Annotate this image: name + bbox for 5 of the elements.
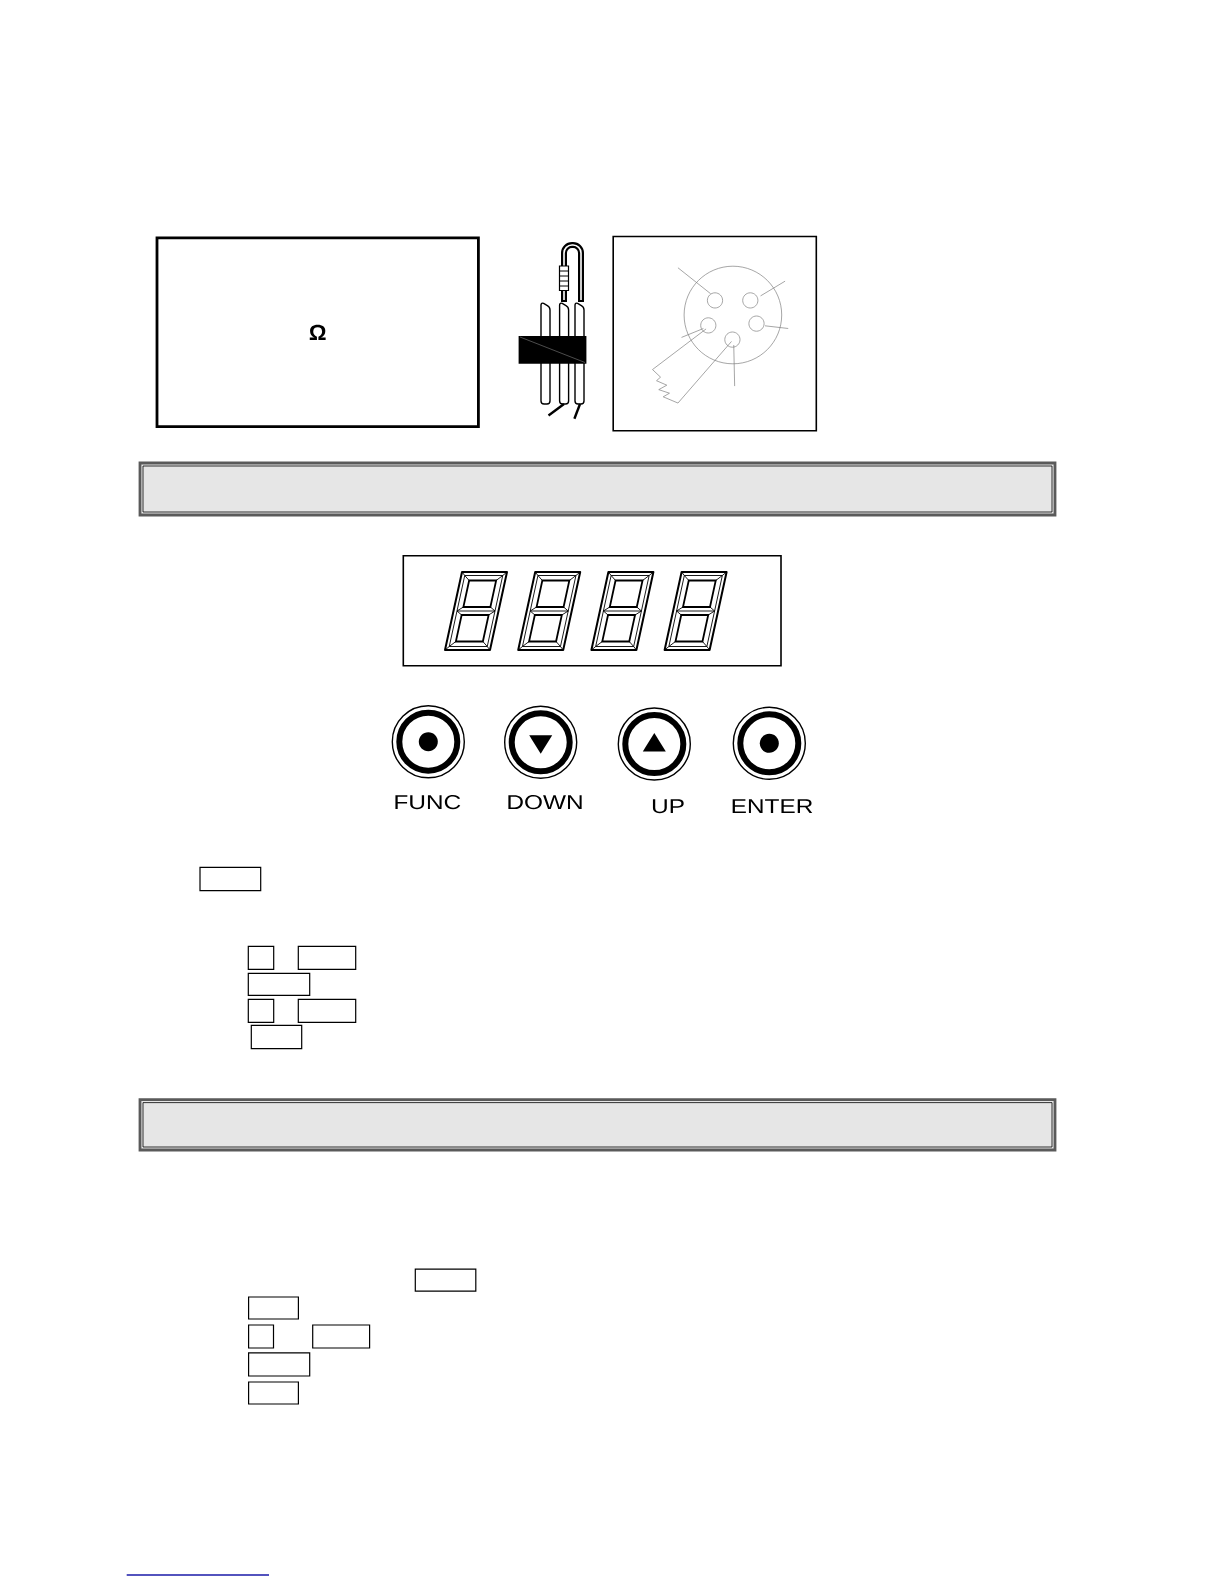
button-label: ENTER: [732, 799, 813, 813]
button-label: UP: [652, 799, 684, 814]
framed-box: Ω: [155, 236, 480, 429]
button-label: FUNC: [395, 795, 461, 810]
button-label: DOWN: [508, 795, 582, 810]
